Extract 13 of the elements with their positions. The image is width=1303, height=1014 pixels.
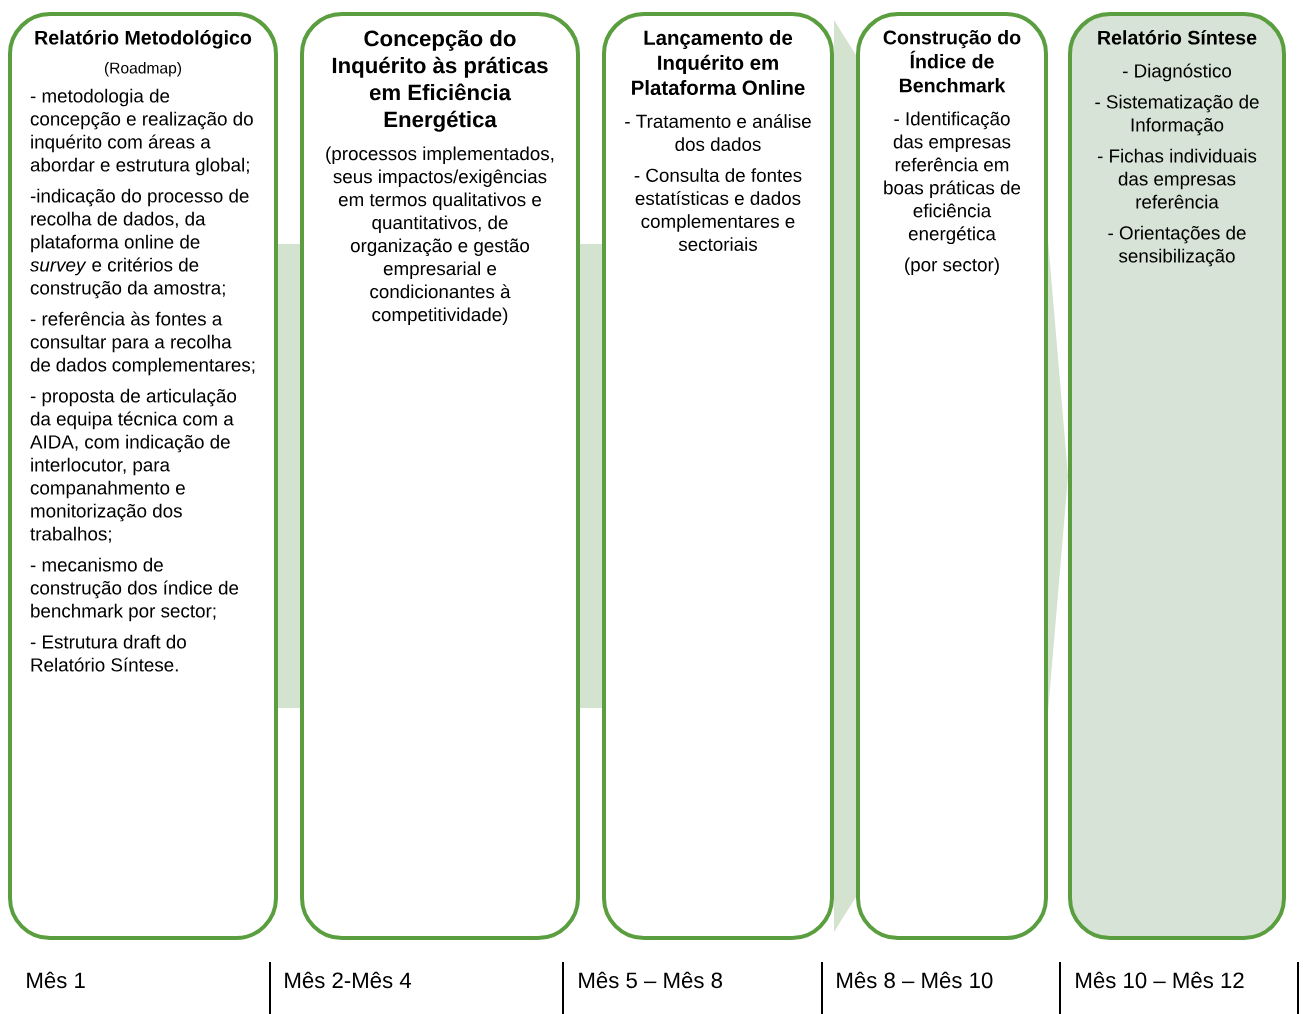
connector-band xyxy=(580,244,602,708)
chevron-band xyxy=(834,20,856,932)
connector-band xyxy=(278,244,300,708)
month-label: Mês 1 xyxy=(27,971,85,989)
stage-box: Concepção do Inquérito às práticas em Eficiência Energética (processos implementados, seus impactos/exigências em termos qualitativos e quantitativos, de organização e gestão empresarial e condicionantes à competitividade) xyxy=(300,12,580,940)
stage-box: Relatório Metodológico (Roadmap) - metodologia de concepção e realização do inquérito com áreas a abordar e estrutura global; -indicação do processo de recolha de dados, da plataforma online de survey e critérios de construção da amostra; - referência às fontes a consultar para a recolha de dados complementares; - proposta de articulação da equipa técnica com a AIDA, com indicação de interlocutor, para companahmento e monitorização dos trabalhos; - mecanismo de construção dos índice de benchmark por sector; - Estrutura draft do Relatório Síntese. xyxy=(8,12,278,940)
month-label: Mês 10 – Mês 12 xyxy=(1076,971,1244,989)
month-label: Mês 8 – Mês 10 xyxy=(837,971,993,989)
stage-box: Lançamento de Inquérito em Plataforma Online - Tratamento e análise dos dados - Consulta de fontes estatísticas e dados complementares e sectoriais xyxy=(602,12,834,940)
month-label: Mês 2-Mês 4 xyxy=(285,971,412,989)
stage-box: Construção do Índice de Benchmark - Identificação das empresas referência em boas práticas de eficiência energética (por sector) xyxy=(856,12,1048,940)
month-label: Mês 5 – Mês 8 xyxy=(579,971,722,989)
stage-box: Relatório Síntese - Diagnóstico - Sistematização de Informação - Fichas individuais das empresas referência - Orientações de sensibilização xyxy=(1068,12,1286,940)
